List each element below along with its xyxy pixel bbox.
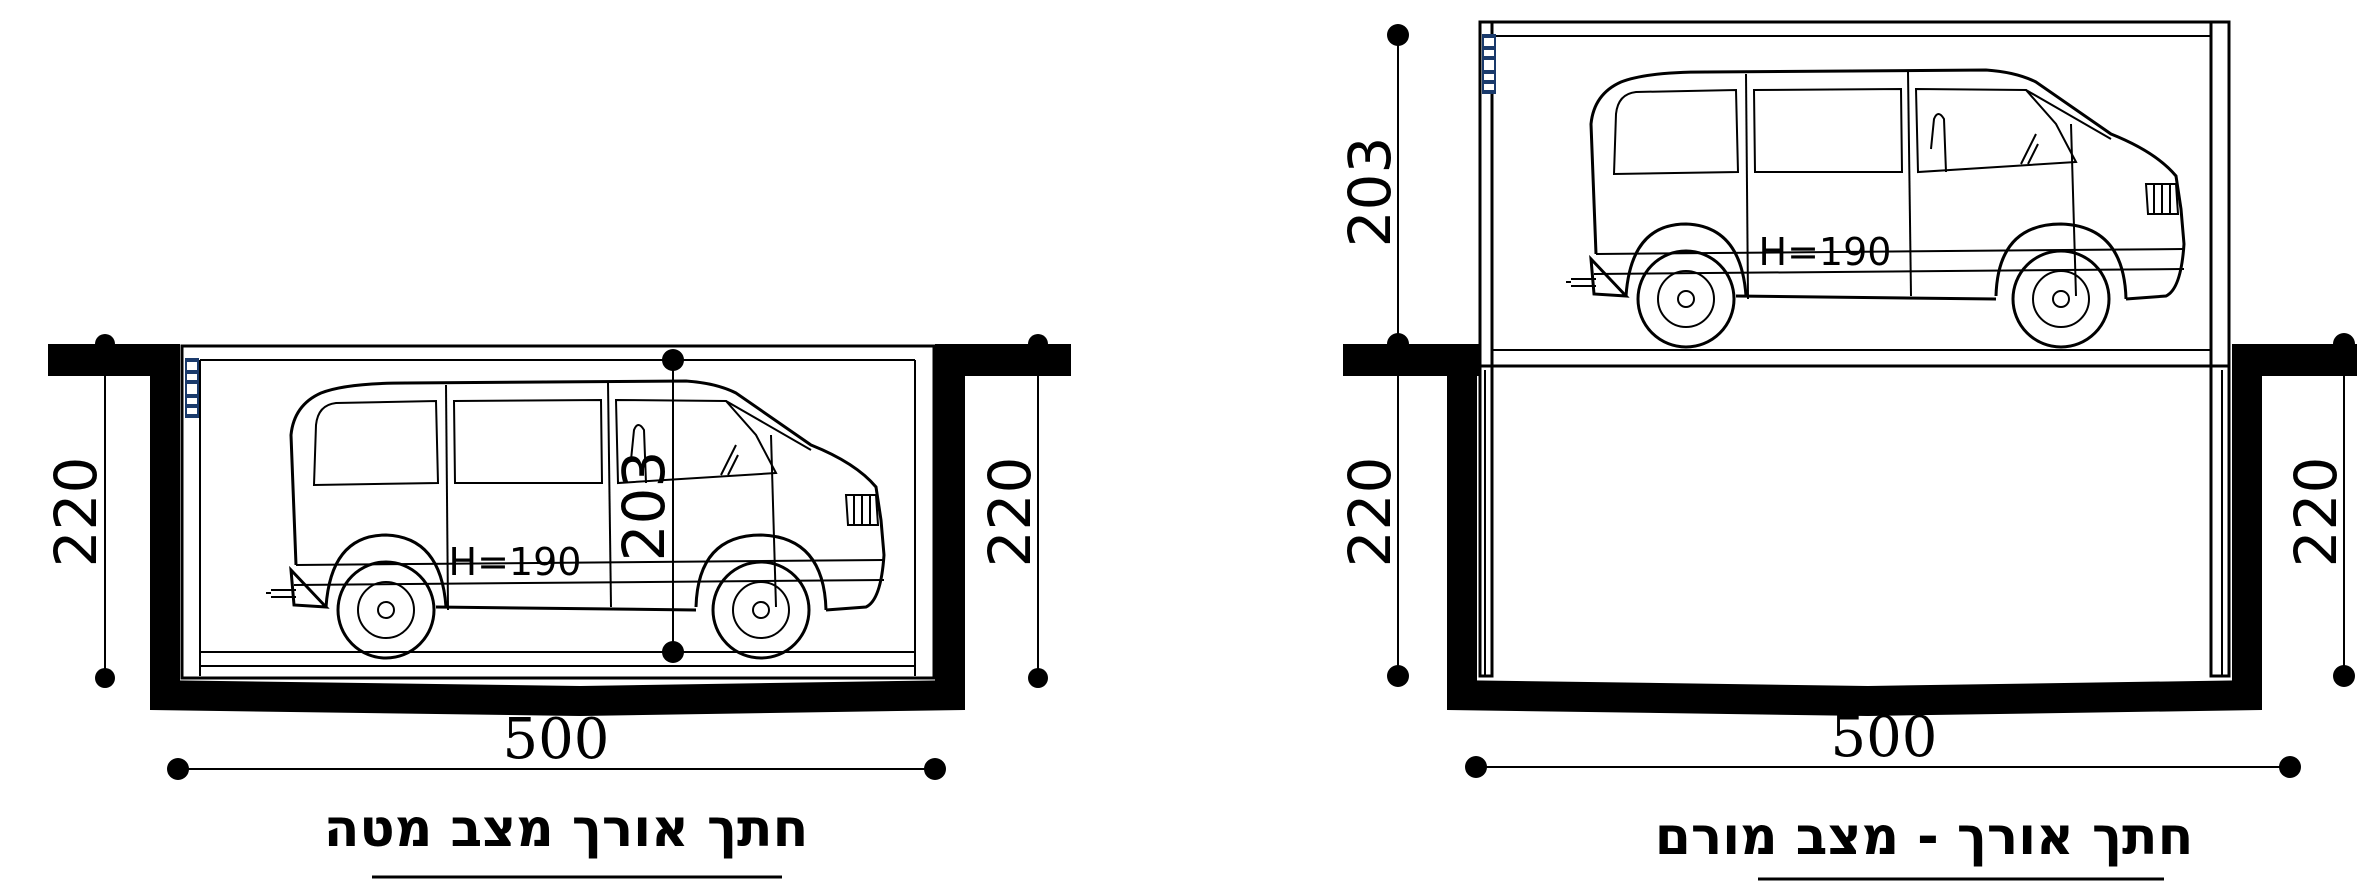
logo-plate-left xyxy=(185,358,199,418)
van-height-label-left: H=190 xyxy=(449,540,582,584)
dim-left-height-right: 220 xyxy=(1336,344,1409,687)
dim-text-upper-height-right: 203 xyxy=(1336,137,1404,248)
dim-left-height-left: 220 xyxy=(42,334,115,688)
title-lowered: חתך אורך מצב מטה xyxy=(324,799,809,859)
dim-upper-height-right: 203 xyxy=(1336,24,1409,355)
dim-text-left-height-left: 220 xyxy=(42,457,110,568)
dim-inner-height-left: 203 xyxy=(610,349,684,663)
van-left xyxy=(264,379,886,660)
van-height-label-right: H=190 xyxy=(1759,230,1892,274)
dim-width-right: 500 xyxy=(1465,705,2301,778)
dim-text-right-height-left: 220 xyxy=(976,457,1044,568)
dim-width-left: 500 xyxy=(167,707,946,780)
logo-plate-right xyxy=(1482,34,1496,94)
dim-right-height-left: 220 xyxy=(976,334,1048,688)
dim-right-height-right: 220 xyxy=(2282,333,2355,687)
dim-text-inner-height-left: 203 xyxy=(610,451,678,562)
pit-walls-right xyxy=(1343,344,2357,716)
dim-text-left-height-right: 220 xyxy=(1336,457,1404,568)
dim-text-width-right: 500 xyxy=(1831,705,1938,770)
van-right xyxy=(1564,68,2186,349)
title-raised: חתך אורך - מצב מורם xyxy=(1655,807,2194,867)
section-lowered: H=190 220 220 203 500 xyxy=(42,334,1071,879)
pit-walls-left xyxy=(48,344,1071,716)
dim-text-width-left: 500 xyxy=(503,707,610,772)
platform-frame-right xyxy=(1478,20,2231,368)
section-raised: H=190 203 220 220 500 חתך אור xyxy=(1336,20,2357,881)
dim-text-right-height-right: 220 xyxy=(2282,457,2350,568)
platform-frame-left xyxy=(180,344,936,680)
